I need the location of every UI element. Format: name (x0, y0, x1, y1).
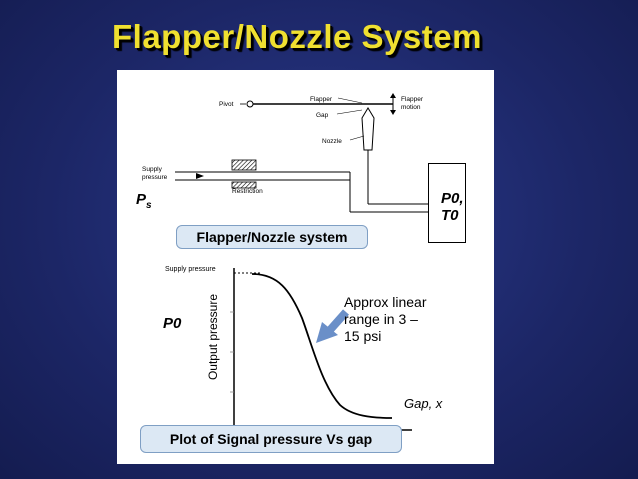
output-box (428, 163, 466, 243)
plot-p0-label: P0 (163, 315, 182, 332)
nozzle-pointer (349, 135, 365, 141)
plot-caption: Plot of Signal pressure Vs gap (140, 425, 402, 453)
t0-label: T0 (441, 207, 459, 224)
pivot-label: Pivot (219, 101, 234, 108)
figure-panel (117, 70, 494, 464)
restriction-bottom (231, 181, 257, 189)
flapper-motion-label-2: motion (401, 104, 421, 111)
pivot-circle (246, 100, 254, 108)
annotation-arrow (327, 309, 349, 333)
restriction-label: Restriction (232, 188, 263, 195)
output-pressure-axis-label: Output pressure (206, 293, 220, 381)
supply-pressure-label-1: Supply (142, 166, 162, 173)
nozzle-label: Nozzle (322, 138, 342, 145)
flapper-pointer (337, 97, 363, 104)
supply-pressure-axis-label: Supply pressure (165, 266, 216, 273)
ps-label: Ps (136, 191, 152, 211)
signal-pressure-curve (251, 273, 393, 419)
gap-pointer (336, 109, 363, 115)
annotation-line-3: 15 psi (344, 328, 382, 344)
restriction-top (231, 159, 257, 171)
annotation-line-1: Approx linear (344, 294, 427, 310)
flapper-label: Flapper (310, 96, 333, 103)
schematic-caption: Flapper/Nozzle system (176, 225, 368, 249)
flapper-motion-label-1: Flapper (401, 96, 424, 103)
slide-title: Flapper/Nozzle System (112, 18, 482, 55)
annotation-arrow-head (316, 322, 338, 343)
p0-t0-label: P0, T0 (441, 190, 464, 224)
annotation-line-2: range in 3 – (344, 311, 418, 327)
supply-arrow (196, 173, 204, 179)
gap-label: Gap (316, 112, 329, 119)
motion-arrow-down (390, 110, 396, 115)
supply-pressure-label-2: pressure (142, 174, 168, 181)
motion-arrow-up (390, 93, 396, 98)
nozzle-body (361, 107, 375, 151)
p0-label: P0, (441, 190, 464, 207)
gap-axis-label: Gap, x (404, 396, 443, 411)
linear-range-annotation: Approx linear range in 3 – 15 psi (344, 294, 427, 345)
